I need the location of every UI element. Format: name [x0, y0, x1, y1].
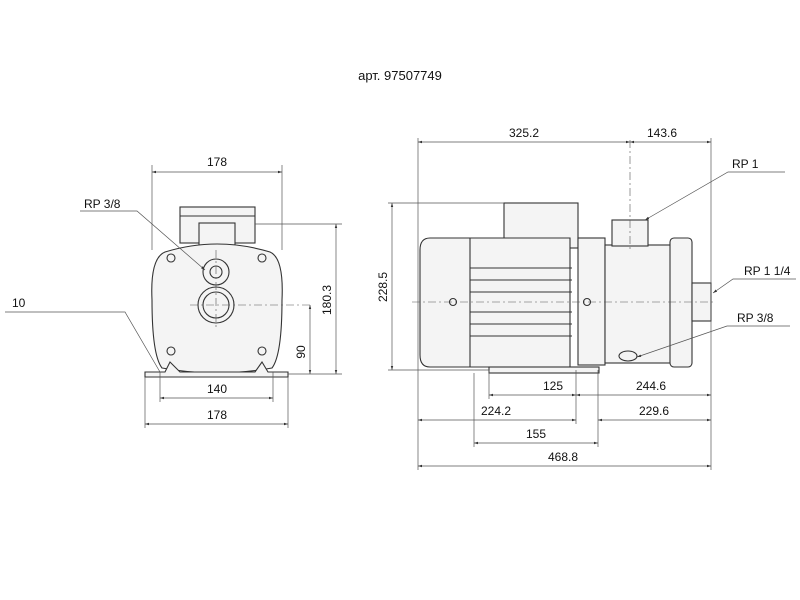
pump-body [151, 243, 283, 374]
dim-height: 228.5 [376, 272, 390, 302]
flange-plate [577, 237, 606, 366]
pump-housing [604, 244, 673, 364]
screw-icon [582, 297, 592, 307]
label-foot: 10 [12, 296, 26, 310]
dim-height: 180.3 [320, 285, 334, 315]
label-inlet: RP 1 1/4 [744, 264, 791, 278]
end-flange [669, 237, 693, 368]
screw-icon [448, 297, 458, 307]
dim-to-outlet: 325.2 [509, 126, 539, 140]
bolt-icons [166, 253, 267, 356]
outlet-neck [198, 222, 236, 246]
label-outlet: RP 1 [732, 157, 759, 171]
cooling-fins [470, 267, 572, 337]
motor-foot [488, 366, 600, 374]
dim-229-6: 229.6 [639, 404, 669, 418]
dim-outlet-to-end: 143.6 [647, 126, 677, 140]
label-drain: RP 3/8 [737, 311, 774, 325]
dim-155: 155 [526, 427, 546, 441]
dim-foot-spacing: 140 [207, 382, 227, 396]
dim-foot-125: 125 [543, 379, 563, 393]
motor-body [419, 237, 571, 368]
dim-top-width: 178 [207, 155, 227, 169]
dim-224-2: 224.2 [481, 404, 511, 418]
dim-244-6: 244.6 [636, 379, 666, 393]
label-port: RP 3/8 [84, 197, 121, 211]
base-feet [144, 360, 289, 378]
dim-shaft-height: 90 [294, 345, 308, 359]
side-view: 325.2 143.6 228.5 125 244.6 224.2 229.6 … [376, 126, 796, 470]
dim-total-length: 468.8 [548, 450, 578, 464]
front-view: 178 180.3 90 140 178 RP 3/8 10 [5, 155, 342, 428]
dim-base-width: 178 [207, 408, 227, 422]
article-title: арт. 97507749 [358, 68, 442, 83]
